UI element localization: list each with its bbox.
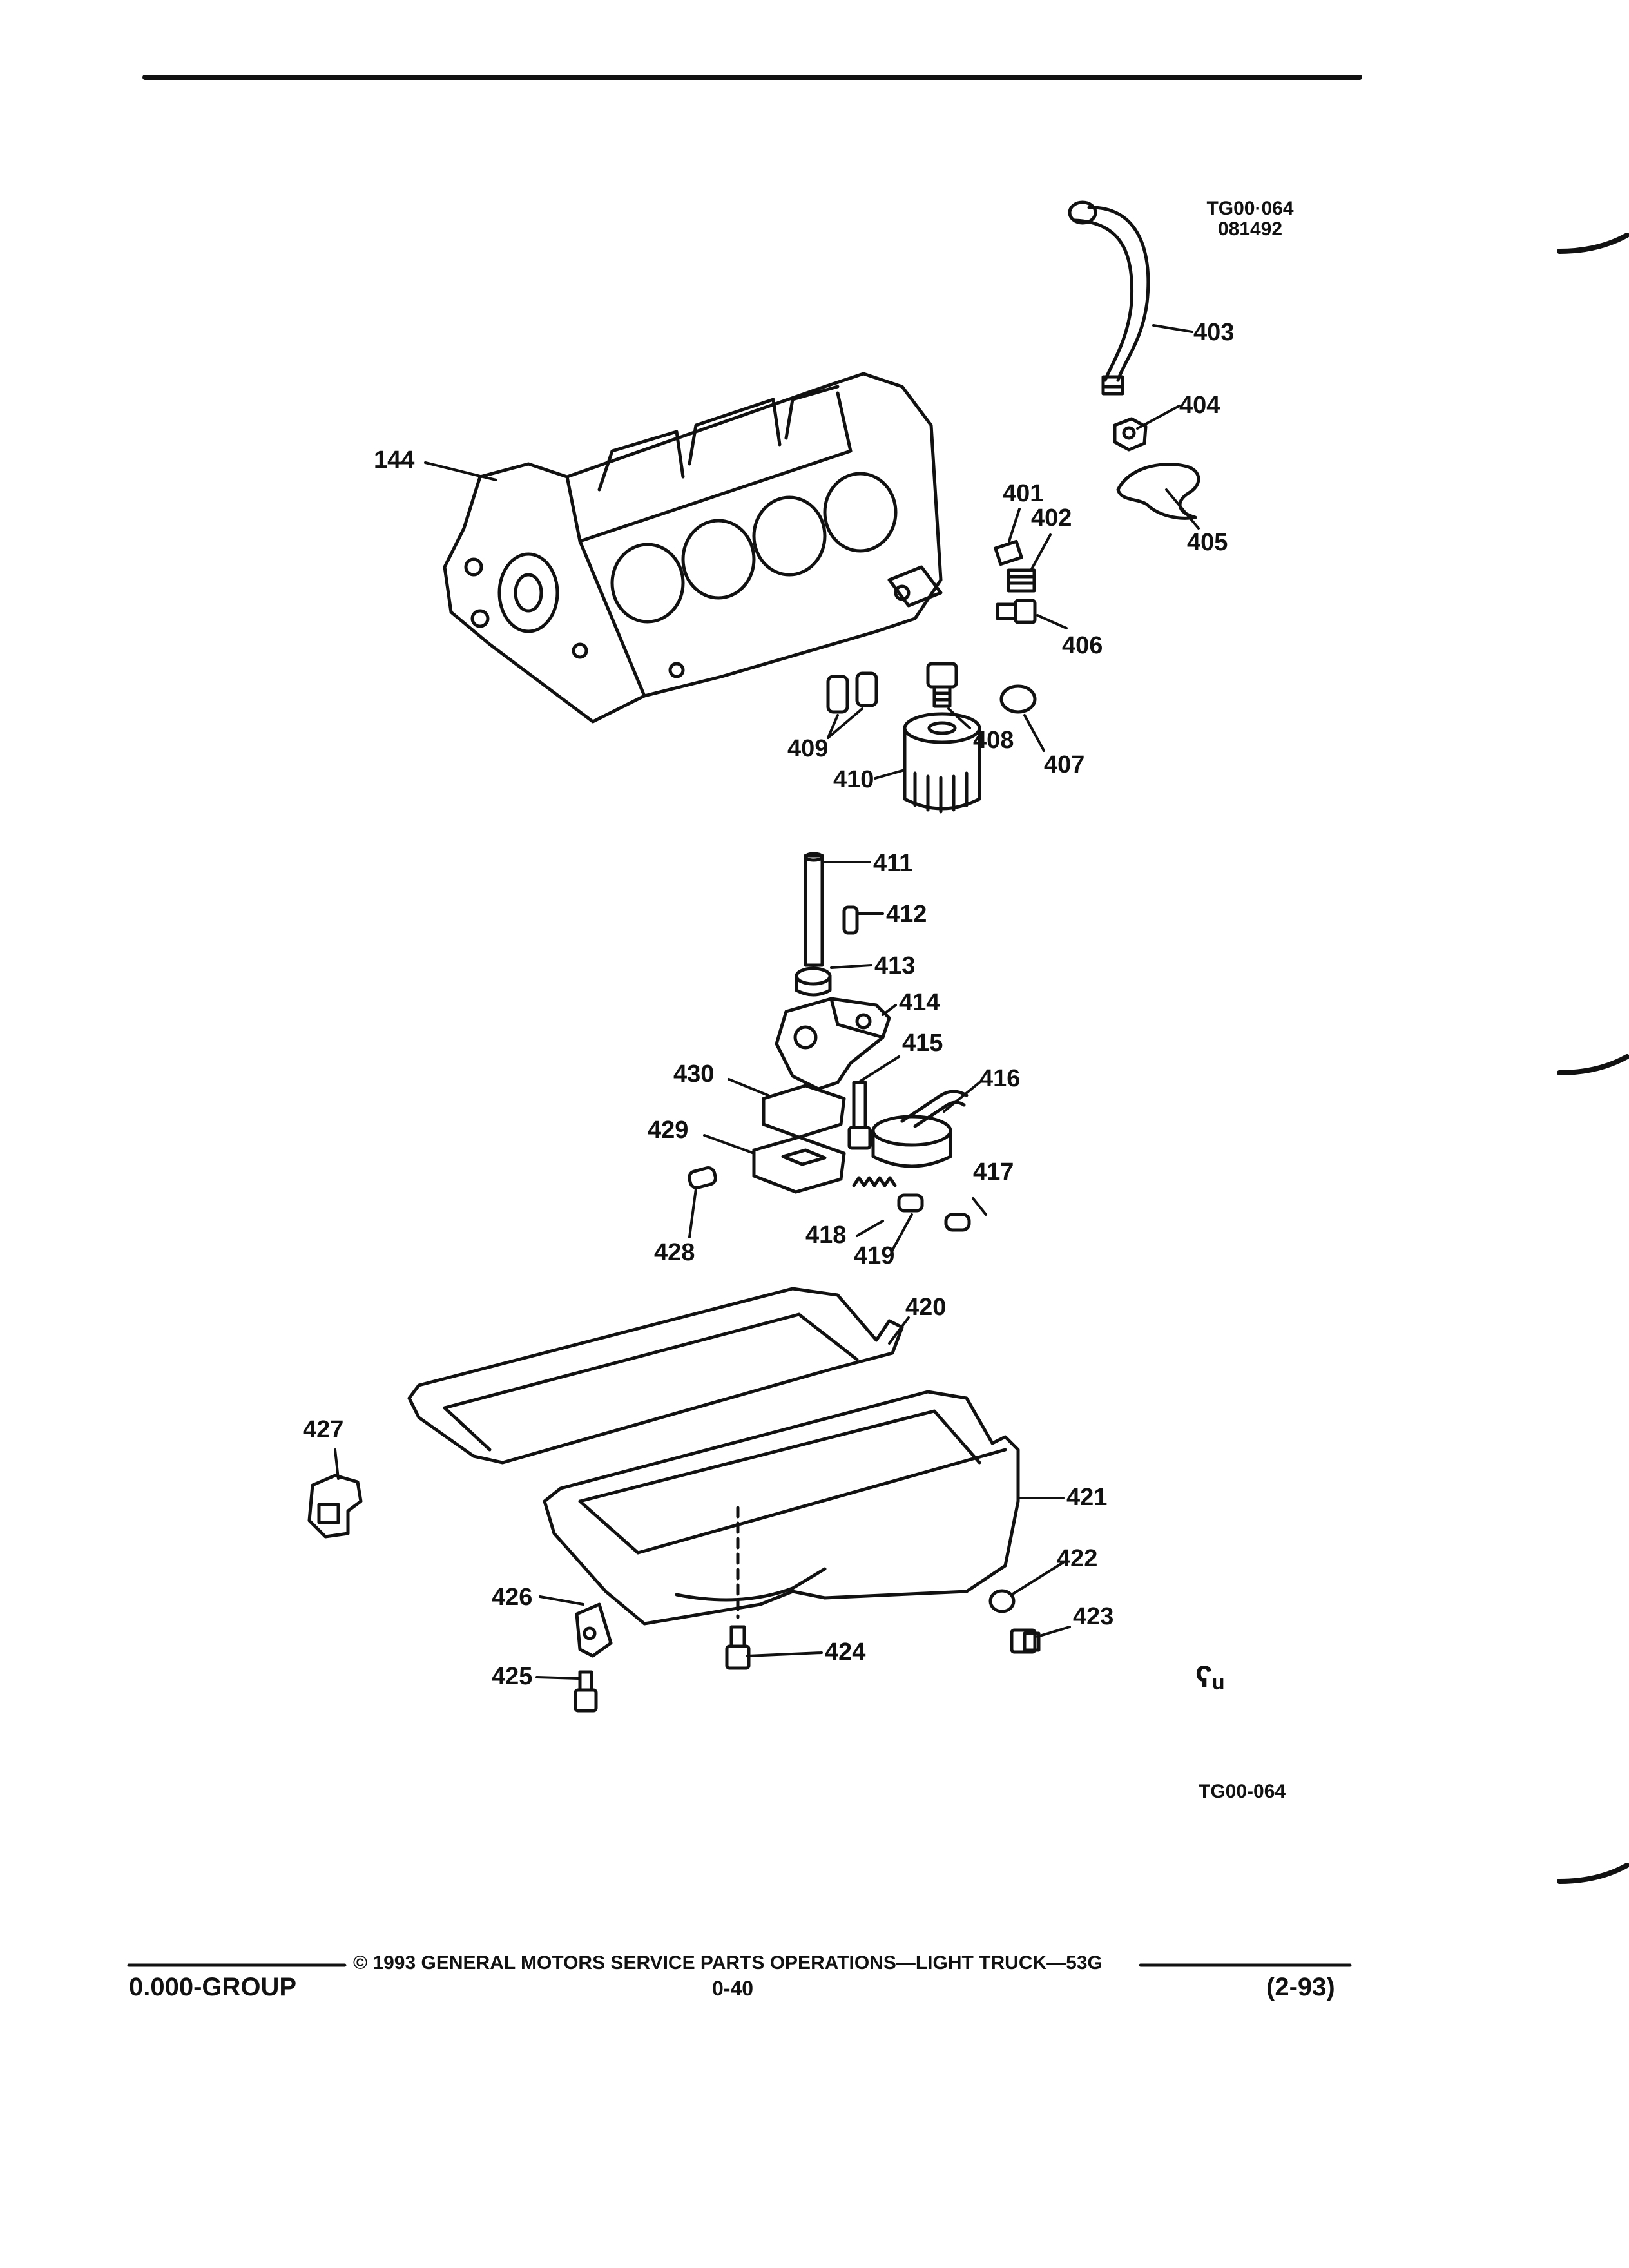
callout-417: 417 [973, 1158, 1014, 1186]
figure-code-bottom: TG00-064 [1199, 1781, 1286, 1802]
dipstick-seal-404 [1113, 417, 1148, 452]
footer-group: 0.000-GROUP [129, 1973, 297, 2001]
callout-429: 429 [648, 1117, 689, 1144]
leader-lines [334, 324, 1200, 1680]
callout-421: 421 [1066, 1484, 1108, 1511]
figure-code: TG00·064 [1206, 198, 1294, 219]
pickup-screen-416 [871, 1090, 969, 1168]
pin-419 [897, 1193, 924, 1213]
callout-419: 419 [854, 1242, 895, 1269]
bracket-427 [307, 1474, 363, 1539]
cover-429 [752, 1135, 846, 1194]
drain-plug-423 [1010, 1628, 1041, 1654]
callout-403: 403 [1193, 319, 1235, 346]
retainer-413 [795, 966, 832, 997]
scan-mark-1 [1557, 233, 1629, 254]
callout-412: 412 [886, 901, 927, 928]
bolt-415 [847, 1081, 872, 1150]
callout-409: 409 [787, 735, 829, 762]
bolt-406 [996, 599, 1037, 624]
bolt-425 [574, 1670, 598, 1713]
callout-414: 414 [899, 989, 940, 1016]
scan-mark-2 [1557, 1054, 1629, 1075]
callout-406: 406 [1062, 632, 1103, 659]
callout-408: 408 [973, 727, 1014, 754]
callout-426: 426 [492, 1584, 533, 1611]
adapter-408 [926, 662, 958, 708]
callout-405: 405 [1187, 529, 1228, 556]
callout-416: 416 [979, 1065, 1021, 1092]
callout-144: 144 [374, 447, 415, 474]
reinforcement-426 [575, 1602, 613, 1658]
engine-block-144 [443, 372, 943, 724]
callout-402: 402 [1031, 505, 1072, 532]
callout-404: 404 [1179, 392, 1220, 419]
gasket-430 [762, 1084, 846, 1139]
callout-427: 427 [303, 1416, 344, 1443]
callout-424: 424 [825, 1639, 866, 1666]
oil-pump-414 [775, 997, 891, 1091]
callout-430: 430 [673, 1061, 715, 1088]
bolt-424 [725, 1625, 751, 1670]
callout-418: 418 [805, 1222, 847, 1249]
nut-422 [988, 1589, 1016, 1613]
footer-page: 0-40 [712, 1977, 754, 2000]
seal-407 [999, 684, 1037, 714]
pin-412 [842, 905, 859, 935]
callout-415: 415 [902, 1030, 943, 1057]
footer-revision: (2-93) [1266, 1973, 1335, 2001]
figure-date: 081492 [1217, 218, 1283, 240]
oil-filter-410 [903, 712, 981, 814]
sleeves-409 [826, 671, 878, 714]
shaft-411 [804, 852, 824, 967]
callout-410: 410 [833, 766, 874, 793]
callout-413: 413 [874, 952, 916, 979]
callout-420: 420 [905, 1294, 947, 1321]
plug-417 [944, 1213, 971, 1232]
figure-code-top: TG00·064 081492 [1192, 198, 1308, 239]
plug-402 [1007, 568, 1036, 593]
callout-423: 423 [1073, 1603, 1114, 1630]
dipstick-tube-403 [1068, 200, 1150, 396]
cu-symbol-icon: ʕᵤ [1195, 1660, 1224, 1695]
oil-pan-421 [543, 1390, 1020, 1626]
scan-mark-3 [1557, 1863, 1629, 1884]
spring-418 [852, 1176, 897, 1187]
callout-422: 422 [1057, 1545, 1098, 1572]
pin-401 [994, 539, 1023, 566]
footer-copyright: © 1993 GENERAL MOTORS SERVICE PARTS OPER… [353, 1952, 1103, 1974]
callout-428: 428 [654, 1239, 695, 1266]
callout-407: 407 [1044, 751, 1085, 778]
callout-401: 401 [1003, 480, 1044, 507]
callout-411: 411 [873, 850, 913, 877]
valve-428 [688, 1166, 717, 1189]
gasket-405 [1116, 463, 1200, 520]
callout-425: 425 [492, 1663, 533, 1690]
